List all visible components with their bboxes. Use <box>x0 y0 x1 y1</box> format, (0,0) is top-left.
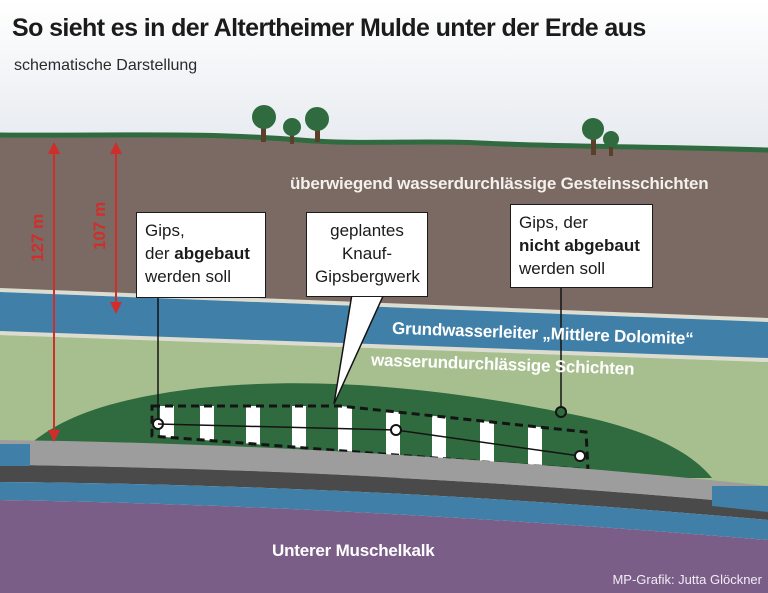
callout-planned-mine: geplantes Knauf- Gipsbergwerk <box>306 212 428 297</box>
tree-icon <box>283 118 301 144</box>
base-dark-layer <box>0 465 768 520</box>
tree-icon <box>305 107 329 142</box>
graphic-credit: MP-Grafik: Jutta Glöckner <box>612 572 762 587</box>
page-subtitle: schematische Darstellung <box>14 57 198 74</box>
marker-end <box>574 450 586 462</box>
callout-text: Gips, <box>145 221 185 240</box>
tree-icon <box>252 105 276 142</box>
sky <box>0 0 768 150</box>
marker-not-mined <box>555 406 567 418</box>
marker-mid <box>390 424 402 436</box>
trees <box>252 105 619 156</box>
depth-label-107: 107 m <box>90 201 109 250</box>
callout-text: geplantes <box>330 221 404 240</box>
callout-emphasis: nicht abgebaut <box>519 236 640 255</box>
page-title: So sieht es in der Altertheimer Mulde un… <box>12 14 646 42</box>
tree-icon <box>603 131 619 156</box>
callout-text: Knauf- <box>341 244 393 263</box>
layer-boundary <box>0 288 768 322</box>
callout-text: der abgebaut <box>145 244 250 263</box>
lower-muschelkalk-layer <box>0 500 768 593</box>
aquifer-layer <box>0 292 768 360</box>
label-lower-muschelkalk: Unterer Muschelkalk <box>272 541 435 560</box>
lower-blue-edge-left <box>0 444 30 466</box>
planned-mine-outline <box>150 404 590 472</box>
callout-text: Gips, der <box>519 213 588 232</box>
callout-text: werden soll <box>519 259 605 278</box>
lower-blue-edge-right <box>712 486 768 512</box>
lower-blue-layer <box>0 482 768 540</box>
callout-text: nicht abgebaut <box>519 234 644 257</box>
callout-text: werden soll <box>145 267 231 286</box>
callout-emphasis: abgebaut <box>174 244 250 263</box>
callout-gypsum-not-mined: Gips, der nicht abgebaut werden soll <box>510 204 653 288</box>
label-permeable-layers: überwiegend wasserdurchlässige Gesteinss… <box>290 174 709 193</box>
depth-arrow-107 <box>110 142 122 314</box>
callout-gypsum-mined: Gips, der abgebaut werden soll <box>136 212 266 298</box>
depth-label-127: 127 m <box>28 213 47 262</box>
tree-icon <box>582 118 604 155</box>
callout-text: Gipsbergwerk <box>315 267 420 286</box>
base-gray-layer <box>0 440 768 505</box>
layer-boundary <box>0 331 768 362</box>
depth-arrow-127 <box>48 142 60 442</box>
